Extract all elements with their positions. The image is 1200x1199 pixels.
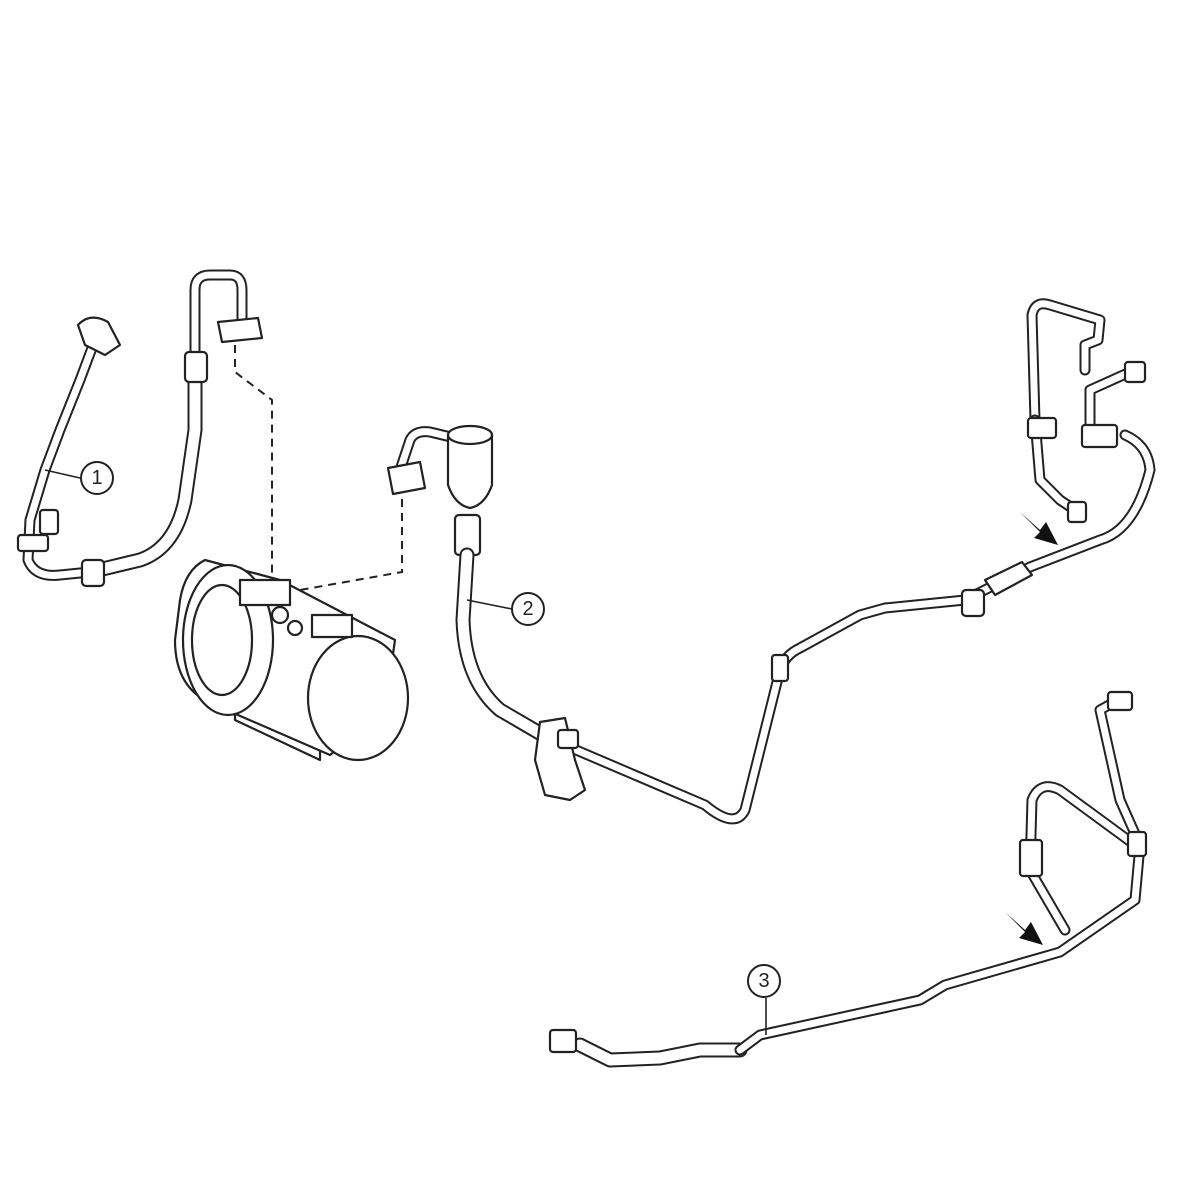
hose-assembly-3	[548, 690, 1148, 1068]
ac-compressor	[173, 558, 410, 762]
callout-3: 3	[747, 964, 781, 998]
arrow-indicator-upper	[1020, 512, 1058, 545]
alignment-line-2	[299, 485, 403, 591]
arrow-indicator-lower	[1005, 912, 1043, 945]
callout-1: 1	[80, 461, 114, 495]
callout-2: 2	[511, 592, 545, 626]
hose-assembly-1	[16, 269, 264, 588]
alignment-line-1	[234, 345, 273, 600]
hose-assembly-2	[386, 298, 1156, 825]
